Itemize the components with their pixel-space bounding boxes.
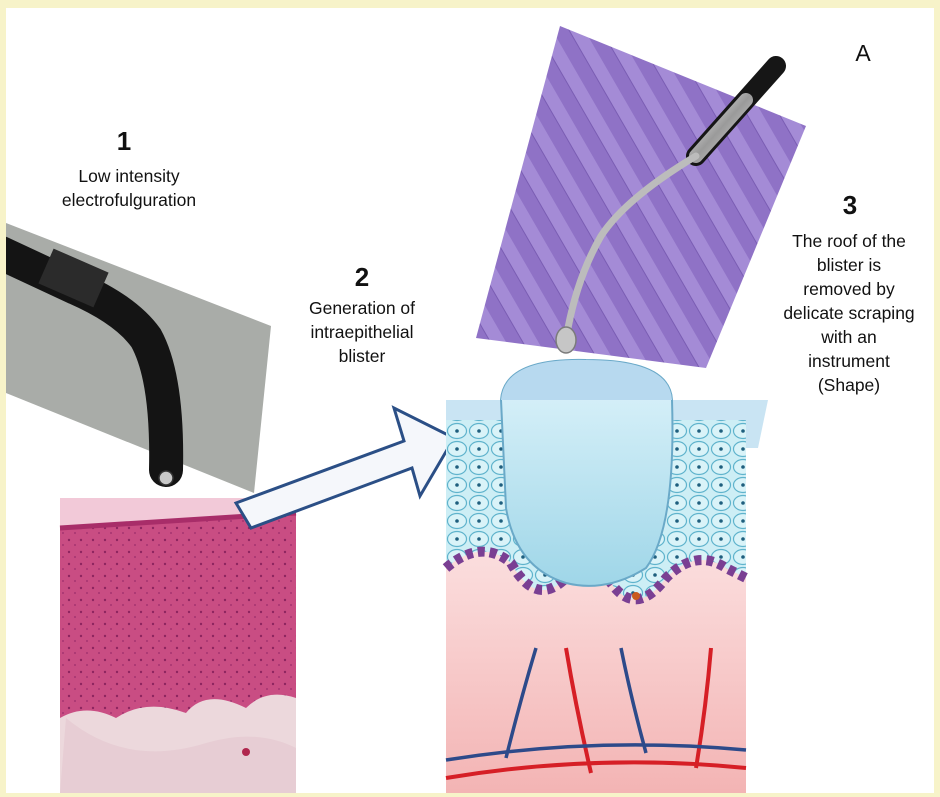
step-3-caption: The roof of the blister is removed by de… — [764, 229, 934, 397]
step-2-caption: Generation of intraepithelial blister — [272, 296, 452, 368]
panel-label: A — [848, 40, 878, 67]
step-2-number: 2 — [342, 262, 382, 293]
figure-panel: A 1 Low intensity electrofulguration 2 G… — [6, 8, 934, 793]
electrode-photo — [6, 223, 271, 493]
electrode-ball-tip — [159, 471, 173, 485]
scraping-instrument-photo — [476, 26, 806, 368]
step-3-number: 3 — [830, 190, 870, 221]
histology-image — [60, 498, 296, 793]
skin-cross-section — [446, 360, 768, 793]
step-1-caption: Low intensity electrofulguration — [34, 164, 224, 212]
instrument-spoon-tip — [556, 327, 576, 353]
step-1-number: 1 — [104, 126, 144, 157]
illustration-layer — [6, 8, 934, 793]
process-arrow — [236, 408, 454, 528]
